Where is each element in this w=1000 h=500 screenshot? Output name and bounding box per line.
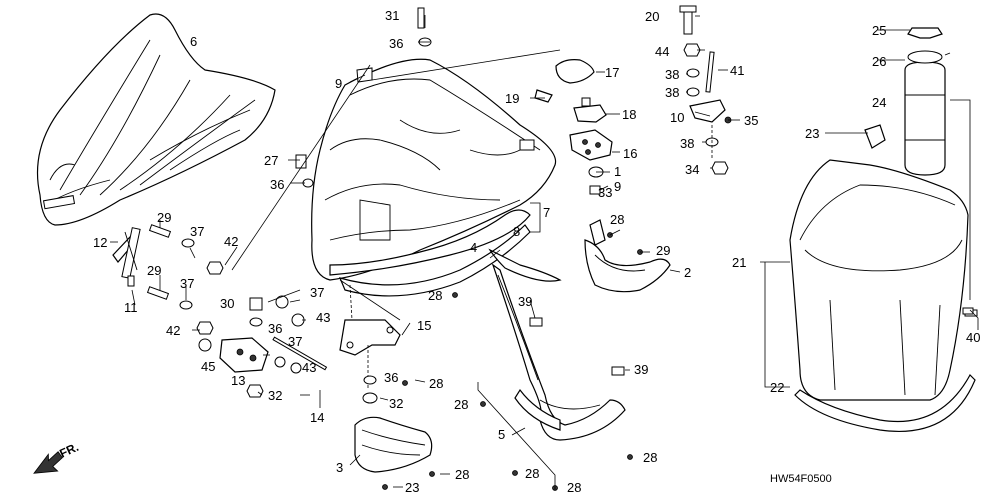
callout-23a: 23	[805, 126, 819, 141]
callout-30: 30	[220, 296, 234, 311]
callout-17: 17	[605, 65, 619, 80]
callout-28g: 28	[525, 466, 539, 481]
fuel-tank	[789, 27, 978, 432]
leader-lines	[110, 15, 979, 490]
callout-20: 20	[645, 9, 659, 24]
callout-28a: 28	[428, 288, 442, 303]
callout-1: 1	[614, 164, 621, 179]
part-6-front-cover	[36, 13, 276, 226]
callout-5: 5	[498, 427, 505, 442]
callout-22: 22	[770, 380, 784, 395]
part-4-5-bracket	[488, 248, 626, 441]
callout-15: 15	[417, 318, 431, 333]
callout-16: 16	[623, 146, 637, 161]
callout-38a: 38	[665, 67, 679, 82]
callout-36a: 36	[389, 36, 403, 51]
callout-28c: 28	[429, 376, 443, 391]
callout-10: 10	[670, 110, 684, 125]
callout-43a: 43	[316, 310, 330, 325]
diagram-code: HW54F0500	[770, 473, 832, 485]
callout-39a: 39	[518, 294, 532, 309]
inner-front-cover	[311, 58, 557, 297]
callout-34: 34	[685, 162, 699, 177]
callout-43b: 43	[302, 360, 316, 375]
callout-26: 26	[872, 54, 886, 69]
callout-9b: 9	[614, 179, 621, 194]
callout-12: 12	[93, 235, 107, 250]
callouts: 1 2 3 4 5 6 7 8 9 9 10 11 12 13 14 15 16…	[93, 8, 980, 495]
callout-18: 18	[622, 107, 636, 122]
callout-37b: 37	[180, 276, 194, 291]
callout-8: 8	[513, 224, 520, 239]
callout-28h: 28	[567, 480, 581, 495]
callout-28d: 28	[454, 397, 468, 412]
callout-45: 45	[201, 359, 215, 374]
callout-42b: 42	[166, 323, 180, 338]
callout-21: 21	[732, 255, 746, 270]
callout-2: 2	[684, 265, 691, 280]
callout-7: 7	[543, 205, 550, 220]
part-3-lower-cover	[354, 416, 433, 473]
callout-42a: 42	[224, 234, 238, 249]
left-hardware	[112, 7, 432, 404]
callout-37d: 37	[288, 334, 302, 349]
callout-28f: 28	[643, 450, 657, 465]
callout-38b: 38	[665, 85, 679, 100]
callout-39b: 39	[634, 362, 648, 377]
part-2-bracket	[584, 219, 671, 293]
callout-36d: 36	[384, 370, 398, 385]
callout-37a: 37	[190, 224, 204, 239]
callout-28b: 28	[610, 212, 624, 227]
callout-44: 44	[655, 44, 669, 59]
callout-25: 25	[872, 23, 886, 38]
callout-14: 14	[310, 410, 324, 425]
callout-13: 13	[231, 373, 245, 388]
callout-41: 41	[730, 63, 744, 78]
callout-40: 40	[966, 330, 980, 345]
callout-36b: 36	[270, 177, 284, 192]
callout-29b: 29	[147, 263, 161, 278]
callout-37c: 37	[310, 285, 324, 300]
callout-11: 11	[124, 300, 138, 315]
small-bolts	[382, 232, 974, 491]
callout-29a: 29	[157, 210, 171, 225]
callout-32a: 32	[268, 388, 282, 403]
callout-3: 3	[336, 460, 343, 475]
callout-24: 24	[872, 95, 886, 110]
callout-33: 33	[598, 185, 612, 200]
callout-38c: 38	[680, 136, 694, 151]
callout-19: 19	[505, 91, 519, 106]
callout-31: 31	[385, 8, 399, 23]
callout-23b: 23	[405, 480, 419, 495]
callout-9a: 9	[335, 76, 342, 91]
callout-36c: 36	[268, 321, 282, 336]
front-direction-arrow: FR.	[33, 440, 81, 474]
callout-29c: 29	[656, 243, 670, 258]
direction-label: FR.	[57, 440, 80, 461]
callout-4: 4	[470, 240, 477, 255]
callout-32b: 32	[389, 396, 403, 411]
part-15-stay	[339, 284, 401, 390]
callout-28e: 28	[455, 467, 469, 482]
callout-27: 27	[264, 153, 278, 168]
callout-6: 6	[190, 34, 197, 49]
callout-35: 35	[744, 113, 758, 128]
